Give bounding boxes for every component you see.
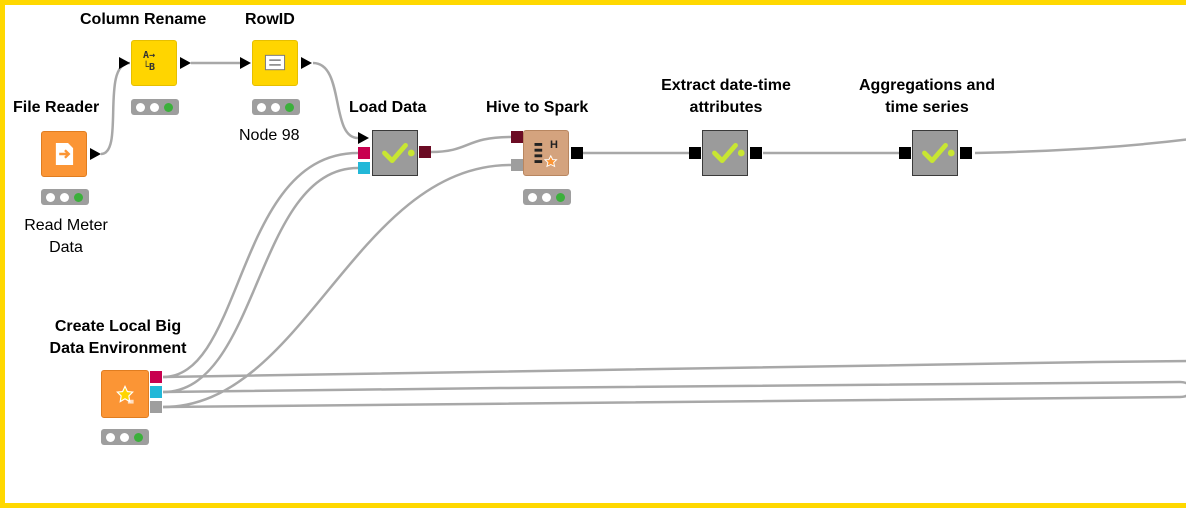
node-hive-to-spark[interactable]: H [523, 130, 569, 176]
input-port[interactable] [358, 132, 369, 144]
node-rowid[interactable] [252, 40, 298, 86]
connection-load-data-to-hive-to-spark [430, 135, 512, 154]
node-extract-date-time[interactable] [702, 130, 748, 176]
connection-layer [100, 61, 1186, 409]
hive-glyph: H [550, 139, 558, 151]
input-port[interactable] [240, 57, 251, 69]
connection-env-to-load-data-magenta [162, 151, 359, 379]
rowid-icon [264, 54, 286, 71]
node-sublabel-rowid: Node 98 [239, 127, 300, 144]
status-traffic-light [252, 99, 300, 115]
node-title-column-rename: Column Rename [80, 11, 207, 28]
connection-aggregations-out [974, 138, 1186, 155]
node-create-local-big-data[interactable] [101, 370, 149, 418]
connection-env-to-load-data-cyan [162, 166, 359, 394]
input-port-context[interactable] [511, 159, 523, 171]
input-port[interactable] [899, 147, 911, 159]
connection-env-out-3 [162, 395, 1181, 409]
output-port[interactable] [301, 57, 312, 69]
file-reader-icon [55, 143, 74, 165]
status-traffic-light [41, 189, 89, 205]
input-port-cyan[interactable] [358, 162, 370, 174]
input-port[interactable] [119, 57, 130, 69]
output-port[interactable] [419, 146, 431, 158]
output-port[interactable] [960, 147, 972, 159]
output-port-gray[interactable] [150, 401, 162, 413]
connection-env-out-1 [162, 359, 1186, 379]
connection-file-reader-to-column-rename [100, 61, 131, 156]
node-title-file-reader: File Reader [13, 99, 100, 116]
node-title-rowid: RowID [245, 11, 295, 28]
node-title-load-data: Load Data [349, 99, 427, 116]
metanode-check-icon [382, 142, 415, 164]
local-big-data-icon [116, 384, 134, 404]
input-port-hive[interactable] [511, 131, 523, 143]
input-port-magenta[interactable] [358, 147, 370, 159]
metanode-check-icon [712, 142, 745, 164]
hive-to-spark-icon [534, 142, 558, 168]
output-port-magenta[interactable] [150, 371, 162, 383]
connection-env-out-2 [162, 380, 1186, 399]
output-port[interactable] [90, 148, 101, 160]
status-traffic-light [523, 189, 571, 205]
node-aggregations[interactable] [912, 130, 958, 176]
connection-rowid-to-load-data [312, 61, 359, 140]
node-title-hive-to-spark: Hive to Spark [486, 99, 589, 116]
status-traffic-light [131, 99, 179, 115]
node-file-reader[interactable] [41, 131, 87, 177]
column-rename-icon: A→└B [143, 50, 156, 73]
input-port[interactable] [689, 147, 701, 159]
node-load-data[interactable] [372, 130, 418, 176]
status-traffic-light [101, 429, 149, 445]
output-port[interactable] [180, 57, 191, 69]
connection-env-to-hive-to-spark [162, 163, 512, 409]
output-port[interactable] [750, 147, 762, 159]
output-port[interactable] [571, 147, 583, 159]
metanode-check-icon [922, 142, 955, 164]
node-column-rename[interactable]: A→└B [131, 40, 177, 86]
output-port-cyan[interactable] [150, 386, 162, 398]
